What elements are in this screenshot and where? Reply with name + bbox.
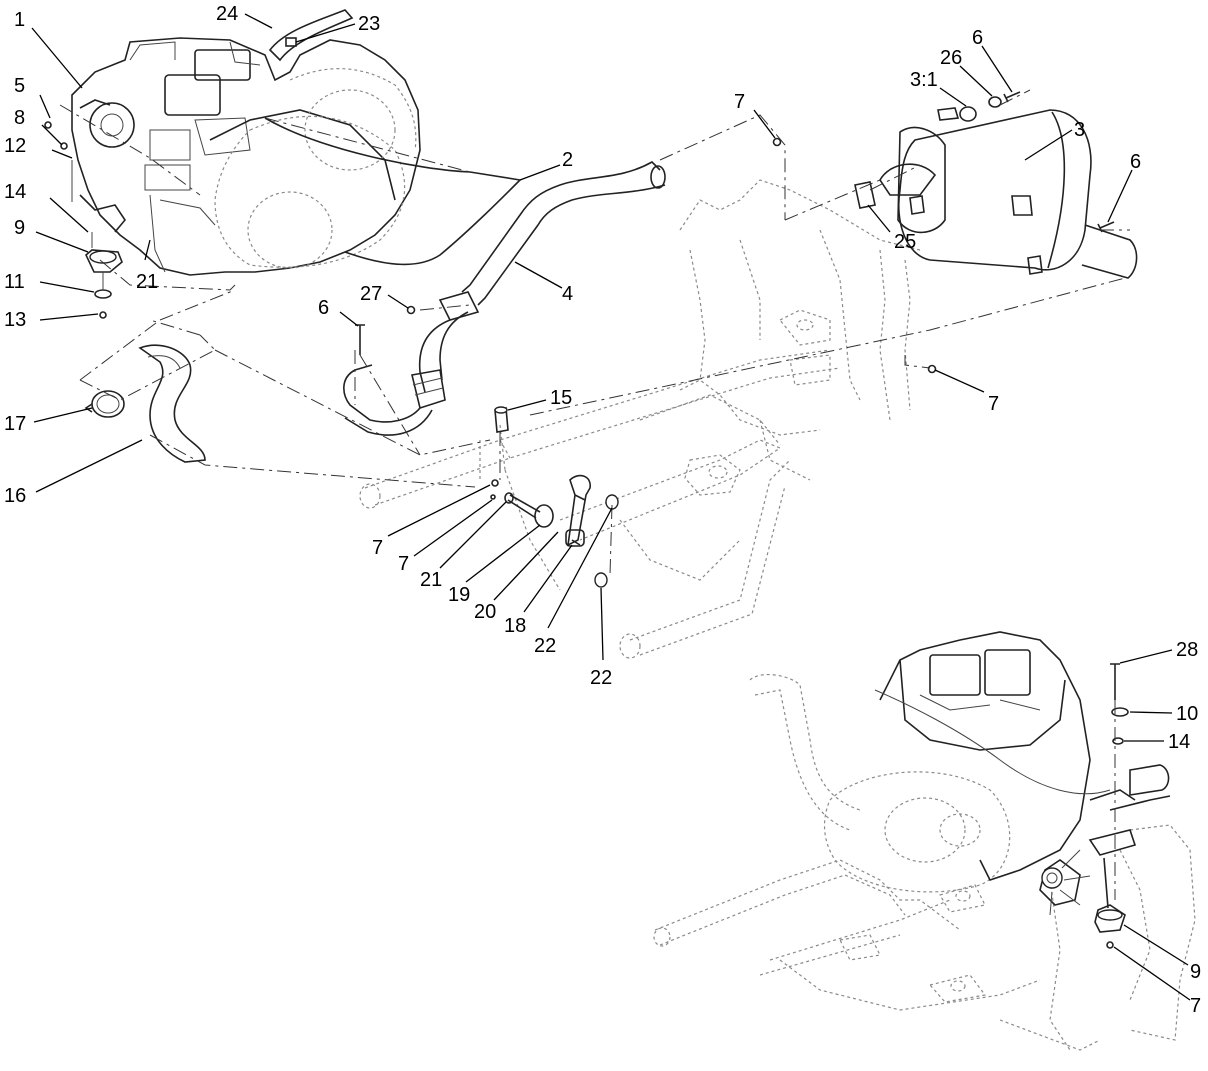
- callout-6: 6: [972, 27, 983, 49]
- callout-24: 24: [216, 3, 238, 25]
- callout-28: 28: [1176, 639, 1198, 661]
- callout-2: 2: [562, 149, 573, 171]
- muffler-3: [879, 107, 1138, 279]
- callout-21: 21: [420, 569, 442, 591]
- hose-24: [268, 9, 354, 62]
- callout-6: 6: [318, 297, 329, 319]
- callout-15: 15: [550, 387, 572, 409]
- callout-20: 20: [474, 601, 496, 623]
- callout-1: 1: [14, 9, 25, 31]
- leader-lines: [31, 13, 1191, 1001]
- callout-19: 19: [448, 584, 470, 606]
- callout-7: 7: [372, 537, 383, 559]
- callout-22: 22: [590, 667, 612, 689]
- clamp-23: [285, 37, 297, 47]
- callout-27: 27: [360, 283, 382, 305]
- cable-2: [264, 117, 522, 266]
- muffler-hardware: [854, 91, 1115, 233]
- callout-14: 14: [1168, 731, 1190, 753]
- callout-13: 13: [4, 309, 26, 331]
- callout-11: 11: [4, 271, 25, 293]
- callout-7: 7: [734, 91, 745, 113]
- link-assembly: [490, 406, 619, 588]
- callout-5: 5: [14, 75, 25, 97]
- frame-assembly: [359, 179, 921, 659]
- exhaust-pipe-4: [343, 161, 666, 436]
- callout-14: 14: [4, 181, 26, 203]
- callout-21: 21: [136, 271, 158, 293]
- callout-18: 18: [504, 615, 526, 637]
- callout-17: 17: [4, 413, 26, 435]
- fasteners: [355, 137, 937, 374]
- assembled-view: [653, 631, 1196, 1051]
- callout-16: 16: [4, 485, 26, 507]
- callout-4: 4: [562, 283, 573, 305]
- callout-6: 6: [1130, 151, 1141, 173]
- callout-labels: 1 5 8 12 14 9 11 13 21 24 23 2 4 27 6 17…: [4, 3, 1201, 1017]
- callout-9: 9: [14, 217, 25, 239]
- callout-3: 3: [1074, 119, 1085, 141]
- engine-assembly: [71, 37, 421, 276]
- callout-8: 8: [14, 107, 25, 129]
- assembly-lines: [59, 89, 1130, 576]
- callout-10: 10: [1176, 703, 1198, 725]
- intake-hose-16: [84, 344, 206, 463]
- callout-12: 12: [4, 135, 26, 157]
- callout-25: 25: [894, 231, 916, 253]
- callout-3-1: 3:1: [910, 69, 938, 91]
- callout-22: 22: [534, 635, 556, 657]
- callout-7: 7: [988, 393, 999, 415]
- callout-9: 9: [1190, 961, 1201, 983]
- callout-7: 7: [1190, 995, 1201, 1017]
- callout-23: 23: [358, 13, 380, 35]
- callout-26: 26: [940, 47, 962, 69]
- callout-7: 7: [398, 553, 409, 575]
